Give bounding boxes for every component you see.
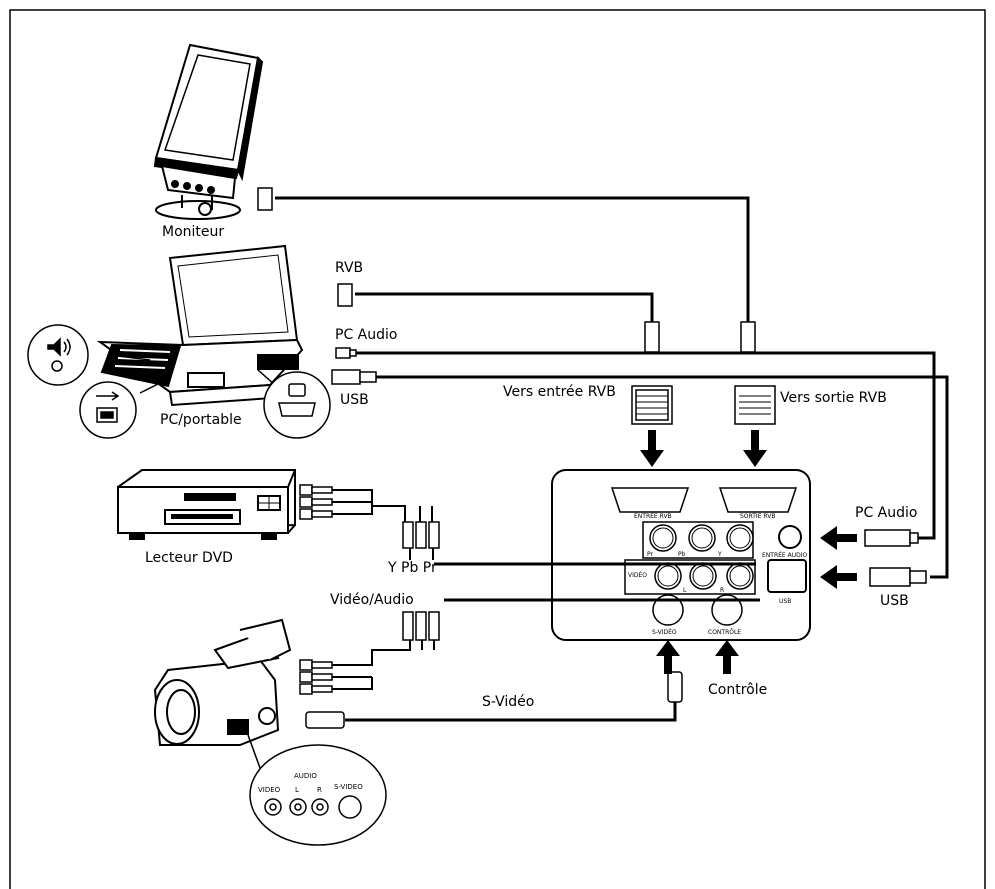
diagram-frame [9, 9, 986, 889]
projector-panel [551, 469, 811, 641]
camcorder-svideo-label: S-VIDEO [334, 783, 363, 791]
monitor-illustration [153, 43, 264, 220]
dvd-rca-plugs [299, 484, 333, 520]
to-rgb-in-label: Vers entrée RVB [503, 384, 616, 400]
pc-audio-right-label: PC Audio [855, 505, 917, 521]
video-audio-cable-label: Vidéo/Audio [330, 592, 414, 608]
laptop-zoom-details [27, 324, 331, 439]
camcorder-r-label: R [317, 786, 322, 794]
usb-right-label: USB [880, 593, 909, 609]
panel-rgb-out-label: SORTIE RVB [740, 513, 775, 520]
control-cable-label: Contrôle [708, 682, 767, 698]
panel-audio-in-label: ENTRÉE AUDIO [762, 551, 807, 559]
dvd-label: Lecteur DVD [145, 550, 233, 566]
cables [275, 196, 949, 722]
usb-cable-label: USB [340, 392, 369, 408]
panel-svideo-label: S-VIDÉO [652, 628, 677, 636]
pc-label: PC/portable [160, 412, 242, 428]
panel-pr-label: Pr [647, 551, 654, 558]
panel-usb-label: USB [779, 598, 791, 605]
panel-y-label: Y [717, 551, 722, 558]
pc-audio-cable-label: PC Audio [335, 327, 397, 343]
svideo-cable-label: S-Vidéo [482, 694, 534, 710]
panel-rgb-in-label: ENTRÉE RVB [634, 512, 672, 520]
camcorder-ports-zoom [247, 734, 387, 846]
panel-control-label: CONTRÔLE [708, 629, 741, 636]
to-rgb-out-label: Vers sortie RVB [780, 390, 887, 406]
rgb-cable-label: RVB [335, 260, 363, 276]
camcorder-video-label: VIDEO [258, 786, 281, 794]
connectors [257, 187, 927, 729]
laptop-illustration [96, 244, 304, 407]
camcorder-audio-label: AUDIO [294, 772, 317, 780]
camcorder-rca-plugs [299, 659, 333, 695]
monitor-label: Moniteur [162, 224, 224, 240]
ypbpr-cable-label: Y Pb Pr [387, 560, 437, 576]
panel-l-label: L [683, 587, 687, 594]
dvd-illustration [117, 469, 296, 540]
panel-r-label: R [720, 587, 724, 594]
camcorder-illustration [153, 618, 292, 746]
panel-video-label: VIDÉO [628, 571, 647, 579]
arrows [640, 430, 857, 674]
camcorder-l-label: L [295, 786, 299, 794]
panel-pb-label: Pb [678, 551, 686, 558]
